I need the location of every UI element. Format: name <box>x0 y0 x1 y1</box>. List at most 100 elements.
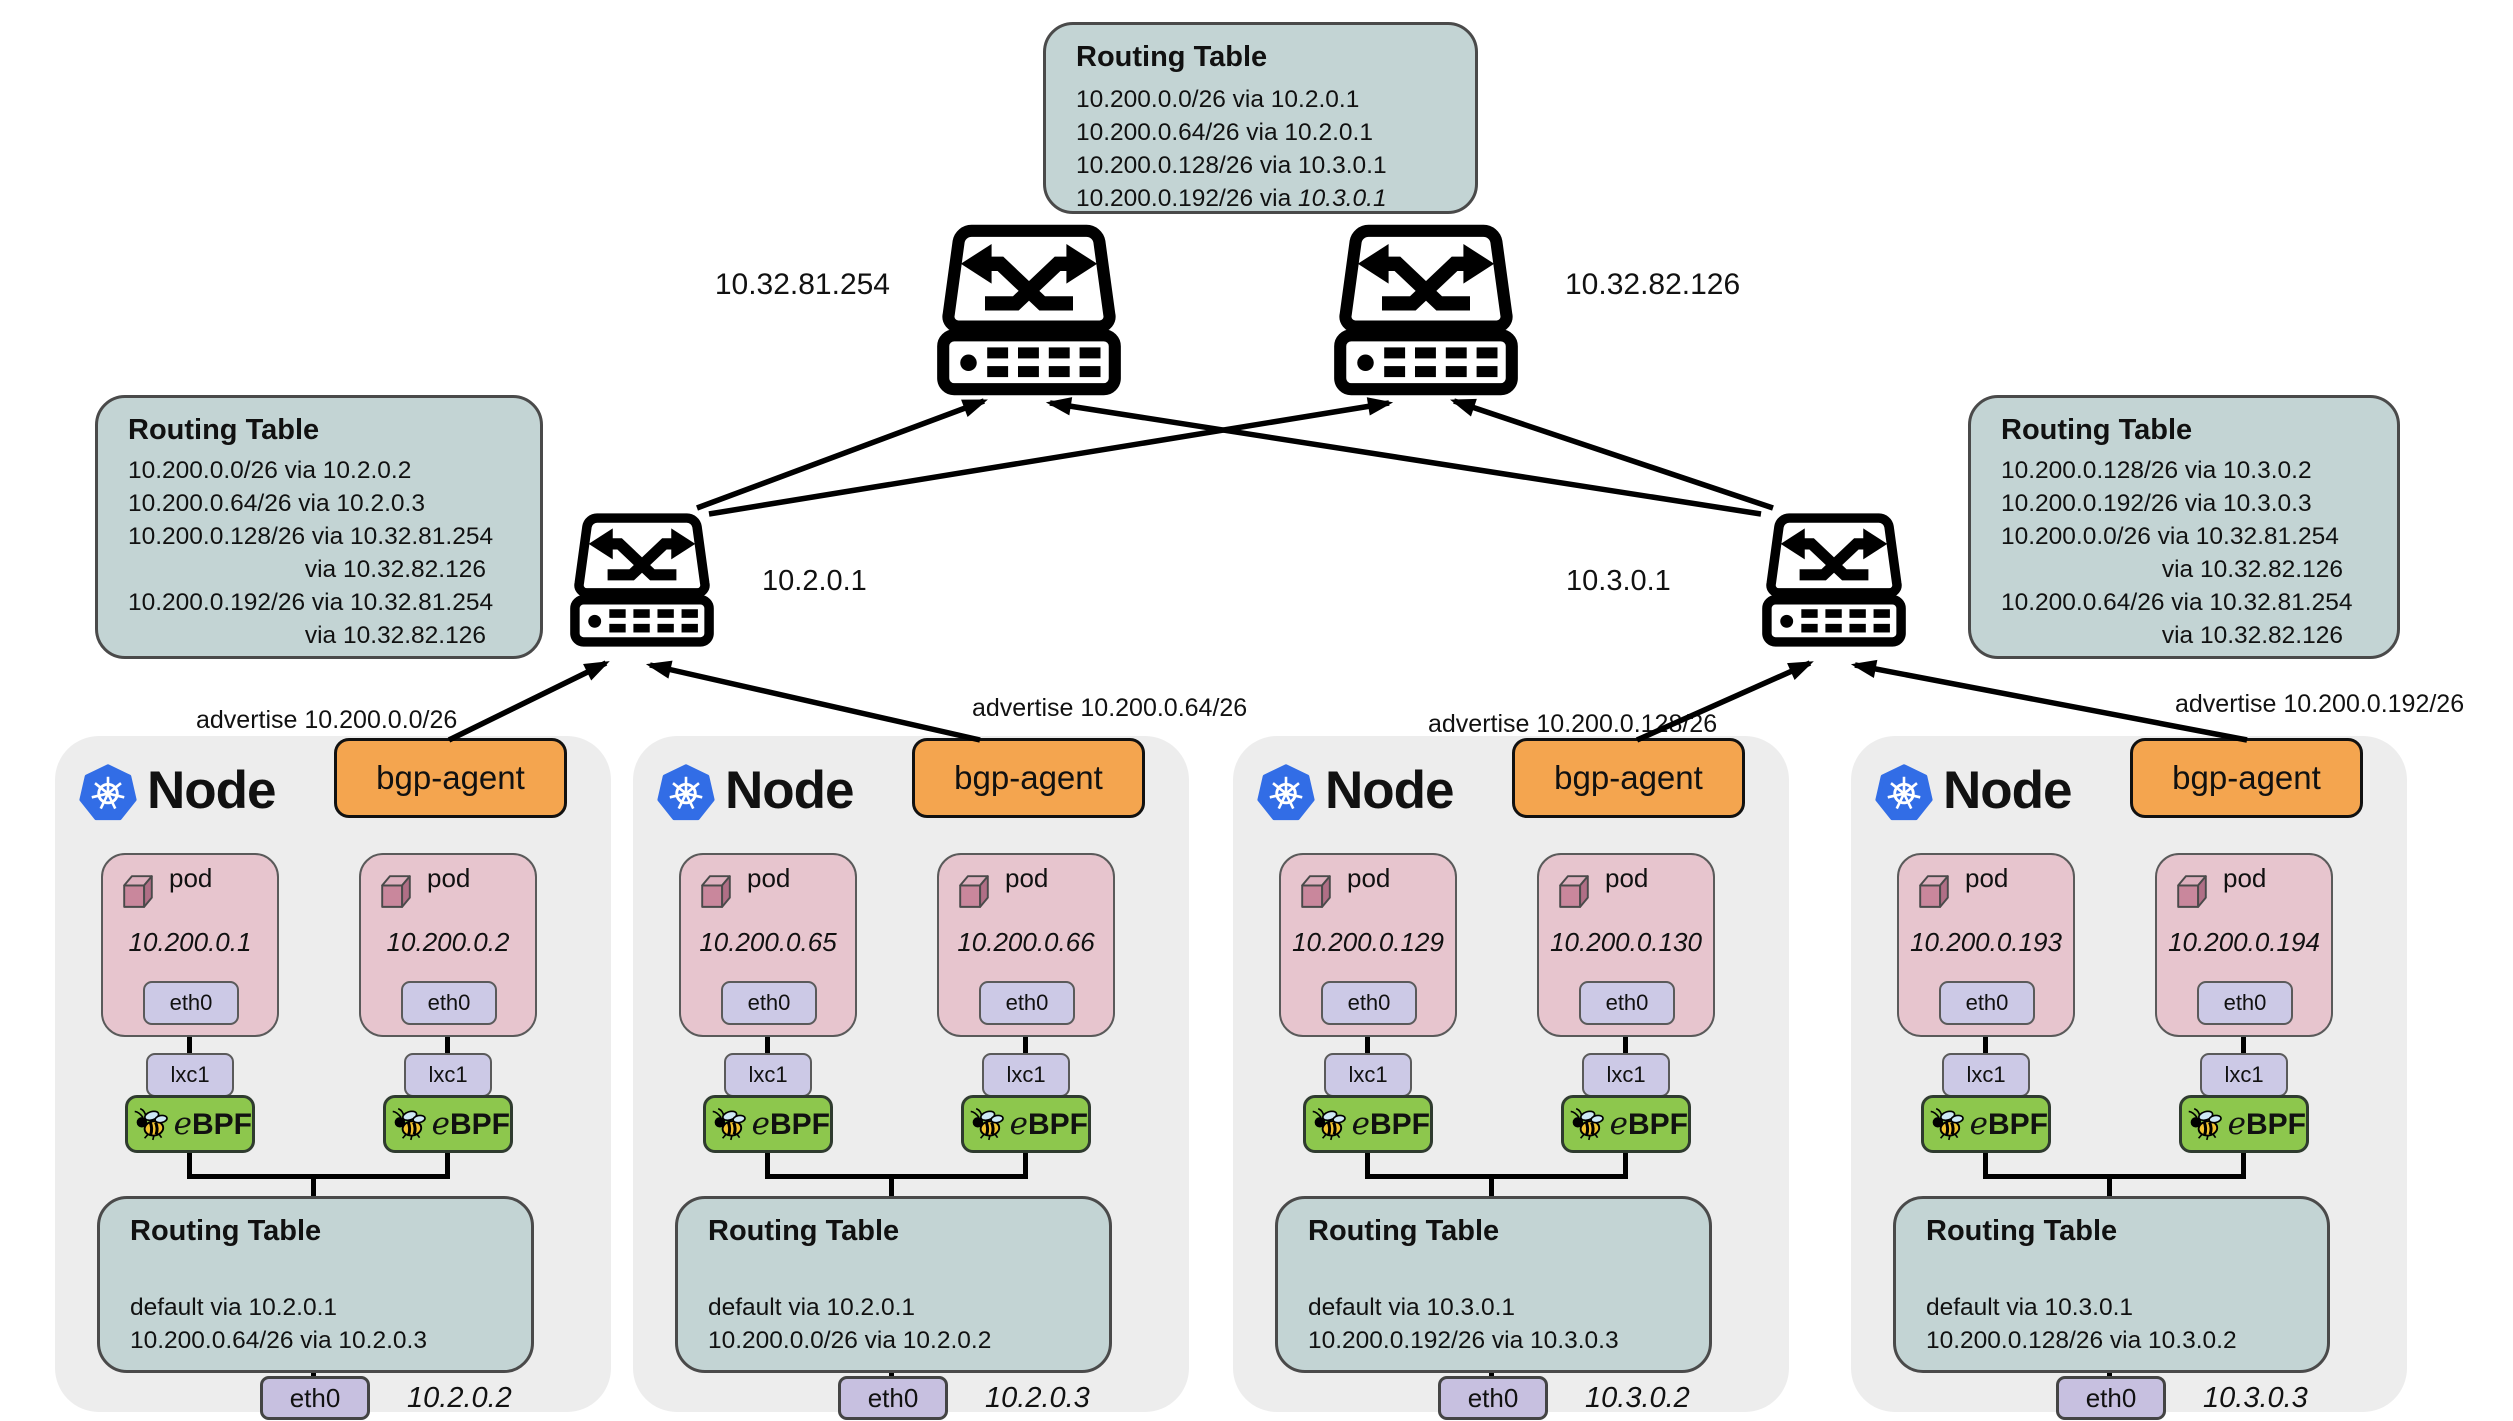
spine-switch-2 <box>1302 222 1550 398</box>
route-entry: 10.200.0.128/26 via 10.3.0.1 <box>1076 152 1387 179</box>
pod: pod 10.200.0.2 eth0 <box>359 853 537 1037</box>
bee-icon <box>1928 1103 1970 1145</box>
route-entry: 10.200.0.192/26 via 10.3.0.3 <box>2001 490 2312 517</box>
route-entry: 10.200.0.128/26 via 10.3.0.2 <box>2001 457 2312 484</box>
route-entry: 10.200.0.0/26 via 10.2.0.2 <box>708 1327 992 1354</box>
pod: pod 10.200.0.193 eth0 <box>1897 853 2075 1037</box>
kubernetes-icon <box>1257 764 1315 822</box>
pod-ip: 10.200.0.129 <box>1292 927 1444 957</box>
veth-lxc1: lxc1 <box>2200 1053 2288 1097</box>
spine-switch-1 <box>905 222 1153 398</box>
node-routing-table: Routing Table default via 10.2.0.1 10.20… <box>97 1196 534 1373</box>
switch-icon <box>905 222 1153 398</box>
arrow-tor1-to-spine2 <box>708 397 1394 517</box>
route-entry: 10.200.0.0/26 via 10.2.0.1 <box>1076 86 1360 113</box>
veth-lxc1: lxc1 <box>1324 1053 1412 1097</box>
arrow-node1-to-tor1 <box>447 660 610 743</box>
advertise-label-2: advertise 10.200.0.64/26 <box>972 694 1248 722</box>
host-eth0-interface: eth0 <box>838 1376 948 1420</box>
route-entry: 10.200.0.64/26 via 10.2.0.3 <box>128 490 425 517</box>
container-cube-icon <box>115 867 161 913</box>
pod-ip: 10.200.0.193 <box>1910 927 2062 957</box>
container-cube-icon <box>1551 867 1597 913</box>
k8s-node-1: Node bgp-agent pod 10.200.0.1 eth0 pod 1… <box>55 736 611 1420</box>
pod-label: pod <box>747 863 791 893</box>
pod-eth0-interface: eth0 <box>1579 981 1675 1025</box>
switch-icon <box>1302 222 1550 398</box>
route-entry: via 10.32.82.126 <box>2161 622 2343 649</box>
node-routing-table: Routing Table default via 10.3.0.1 10.20… <box>1893 1196 2330 1373</box>
host-ip: 10.3.0.3 <box>2203 1382 2308 1414</box>
advertise-label-3: advertise 10.200.0.128/26 <box>1428 710 1718 738</box>
route-entry: 10.200.0.64/26 via 10.2.0.3 <box>130 1327 427 1354</box>
routing-table-title: Routing Table <box>128 414 320 446</box>
pod-label: pod <box>2223 863 2267 893</box>
tor-switch-2 <box>1748 500 1920 660</box>
pod-eth0-interface: eth0 <box>1939 981 2035 1025</box>
ebpf-program: eBPF <box>1303 1095 1433 1153</box>
bgp-agent: bgp-agent <box>912 738 1145 818</box>
routing-table-title: Routing Table <box>1926 1215 2118 1247</box>
pod-ip: 10.200.0.2 <box>386 927 510 957</box>
host-ip: 10.3.0.2 <box>1585 1382 1690 1414</box>
ebpf-label: eBPF <box>1609 1105 1688 1142</box>
route-entry: via 10.32.82.126 <box>304 622 486 649</box>
route-entry: 10.200.0.0/26 via 10.32.81.254 <box>2001 523 2339 550</box>
host-eth0-interface: eth0 <box>260 1376 370 1420</box>
ebpf-label: eBPF <box>1969 1105 2048 1142</box>
ebpf-label: eBPF <box>751 1105 830 1142</box>
container-cube-icon <box>1293 867 1339 913</box>
container-cube-icon <box>693 867 739 913</box>
pod: pod 10.200.0.65 eth0 <box>679 853 857 1037</box>
tor-switch-1 <box>556 500 728 660</box>
spine-switch-2-ip: 10.32.82.126 <box>1565 268 1741 301</box>
route-entry: default via 10.2.0.1 <box>130 1294 338 1321</box>
bee-icon <box>710 1103 752 1145</box>
bgp-agent: bgp-agent <box>1512 738 1745 818</box>
bee-icon <box>132 1103 174 1145</box>
ebpf-label: eBPF <box>1009 1105 1088 1142</box>
pod-eth0-interface: eth0 <box>721 981 817 1025</box>
pod-eth0-interface: eth0 <box>979 981 1075 1025</box>
bgp-agent: bgp-agent <box>2130 738 2363 818</box>
ebpf-program: eBPF <box>2179 1095 2309 1153</box>
ebpf-program: eBPF <box>703 1095 833 1153</box>
container-cube-icon <box>373 867 419 913</box>
ebpf-program: eBPF <box>961 1095 1091 1153</box>
route-entry: 10.200.0.192/26 via 10.3.0.1 <box>1076 185 1387 212</box>
ebpf-program: eBPF <box>1921 1095 2051 1153</box>
route-entry: default via 10.3.0.1 <box>1308 1294 1516 1321</box>
route-entry: 10.200.0.64/26 via 10.32.81.254 <box>2001 589 2353 616</box>
veth-lxc1: lxc1 <box>724 1053 812 1097</box>
pod-label: pod <box>1965 863 2009 893</box>
pod-ip: 10.200.0.66 <box>957 927 1095 957</box>
node-title: Node <box>1325 761 1454 820</box>
ebpf-label: eBPF <box>1351 1105 1430 1142</box>
pod-eth0-interface: eth0 <box>2197 981 2293 1025</box>
node-title: Node <box>1943 761 2072 820</box>
ebpf-program: eBPF <box>383 1095 513 1153</box>
pod: pod 10.200.0.194 eth0 <box>2155 853 2333 1037</box>
pod: pod 10.200.0.66 eth0 <box>937 853 1115 1037</box>
arrow-tor2-to-spine2 <box>1450 398 1774 511</box>
container-cube-icon <box>951 867 997 913</box>
tor-switch-1-ip: 10.2.0.1 <box>762 565 867 597</box>
spine-switch-1-ip: 10.32.81.254 <box>714 268 890 301</box>
pod-eth0-interface: eth0 <box>401 981 497 1025</box>
bee-icon <box>1568 1103 1610 1145</box>
node-routing-table: Routing Table default via 10.3.0.1 10.20… <box>1275 1196 1712 1373</box>
node-routing-table: Routing Table default via 10.2.0.1 10.20… <box>675 1196 1112 1373</box>
k8s-node-4: Node bgp-agent pod 10.200.0.193 eth0 pod… <box>1851 736 2407 1420</box>
pod: pod 10.200.0.130 eth0 <box>1537 853 1715 1037</box>
arrow-node2-to-tor1 <box>645 660 981 743</box>
routing-table-title: Routing Table <box>130 1215 322 1247</box>
route-entry: default via 10.2.0.1 <box>708 1294 916 1321</box>
ebpf-label: eBPF <box>173 1105 252 1142</box>
container-cube-icon <box>2169 867 2215 913</box>
tor1-routing-table: Routing Table 10.200.0.0/26 via 10.2.0.2… <box>95 395 543 659</box>
arrow-tor1-to-spine1 <box>696 398 988 511</box>
routing-table-title: Routing Table <box>1076 41 1268 73</box>
pod-label: pod <box>1347 863 1391 893</box>
bee-icon <box>1310 1103 1352 1145</box>
pod: pod 10.200.0.1 eth0 <box>101 853 279 1037</box>
